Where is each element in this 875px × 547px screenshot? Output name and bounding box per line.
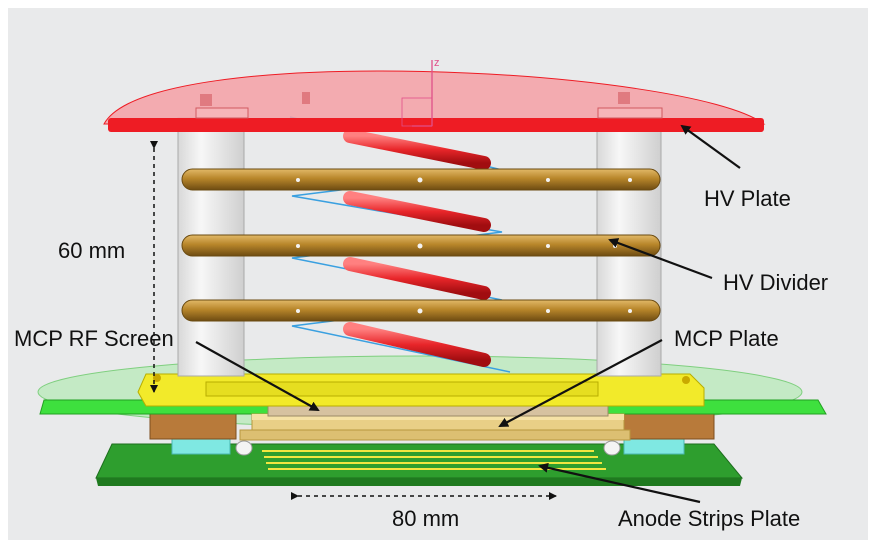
hv-divider-arrow bbox=[608, 238, 713, 280]
mcp-stack bbox=[239, 403, 631, 441]
left-spacer bbox=[149, 410, 237, 440]
hv-plate-label: HV Plate bbox=[704, 186, 791, 211]
hv-divider-label: HV Divider bbox=[723, 270, 828, 295]
mcp-plate-arrow bbox=[498, 339, 663, 427]
left-screw bbox=[235, 440, 253, 456]
hv-divider-resistors bbox=[343, 129, 491, 367]
height-dimension-label: 60 mm bbox=[58, 238, 125, 263]
mcp-rf-screen-label: MCP RF Screen bbox=[14, 326, 174, 351]
anode-strips-plate-label: Anode Strips Plate bbox=[618, 506, 800, 531]
mcp-rf-screen-arrow bbox=[195, 341, 320, 411]
rod-middle bbox=[181, 234, 661, 257]
xyz-axis-icon: z bbox=[401, 57, 440, 127]
mcp-plate-label: MCP Plate bbox=[674, 326, 779, 351]
rod-bottom bbox=[181, 299, 661, 322]
yellow-frame bbox=[137, 373, 705, 407]
axis-z-label: z bbox=[434, 57, 440, 69]
width-dimension-label: 80 mm bbox=[392, 506, 459, 531]
right-screw bbox=[603, 440, 621, 456]
hv-divider-rods bbox=[181, 168, 661, 322]
hv-plate-arrow bbox=[680, 124, 741, 169]
anode-strips-plate bbox=[95, 443, 744, 486]
right-spacer bbox=[621, 410, 715, 440]
rod-top bbox=[181, 168, 661, 191]
hv-plate bbox=[103, 70, 766, 132]
anode-strips-arrow bbox=[538, 462, 701, 504]
